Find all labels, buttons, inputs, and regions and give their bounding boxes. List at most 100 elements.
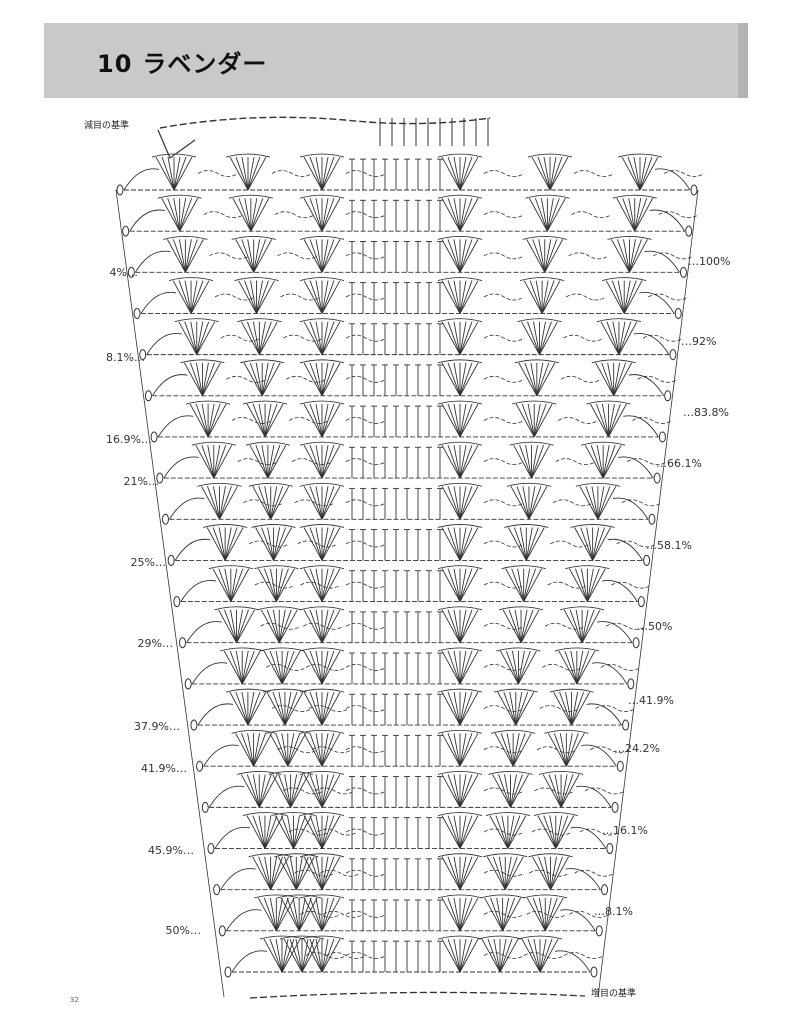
fan-stitch <box>507 815 515 849</box>
right-edge-line <box>597 189 699 998</box>
fan-stitch <box>459 444 479 479</box>
chain-loop <box>579 828 620 836</box>
fan-arc <box>299 688 345 693</box>
fan-stitch <box>275 733 289 767</box>
fan-stitch <box>544 897 558 931</box>
fan-stitch <box>459 198 479 232</box>
fan-stitch <box>525 527 533 561</box>
fan-stitch <box>447 527 461 561</box>
stitch-row <box>144 359 678 402</box>
fan-stitch <box>260 609 280 643</box>
shell-fan <box>174 318 261 355</box>
fan-stitch <box>241 650 261 685</box>
fan-arc <box>565 565 610 570</box>
fan-stitch <box>256 280 275 314</box>
fan-arc <box>191 441 236 446</box>
fan-stitch <box>459 568 467 602</box>
fan-stitch <box>321 856 329 890</box>
fan-stitch <box>240 774 260 808</box>
fan-stitch <box>523 568 531 602</box>
fan-stitch <box>321 280 341 314</box>
chain-loop <box>345 334 387 342</box>
turning-chain <box>611 801 619 813</box>
fan-stitch <box>309 691 323 726</box>
chain-loop <box>243 499 284 507</box>
fan-stitch <box>321 403 329 438</box>
fan-stitch <box>261 527 275 561</box>
chain-loop <box>320 869 361 877</box>
chain-loop <box>483 581 525 589</box>
fan-stitch <box>459 815 467 849</box>
fan-stitch <box>253 239 267 273</box>
shell-fan <box>185 400 273 438</box>
fan-stitch <box>447 815 461 849</box>
fan-stitch <box>579 486 599 520</box>
fan-stitch <box>290 774 304 808</box>
fan-stitch <box>608 403 627 438</box>
shell-fan <box>517 935 605 973</box>
fan-arc <box>259 647 305 652</box>
fan-stitch <box>275 897 289 931</box>
fan-stitch <box>492 774 511 808</box>
shell-fan <box>554 647 642 685</box>
fan-stitch <box>172 280 192 314</box>
fan-stitch <box>303 774 323 808</box>
fan-stitch <box>206 527 226 561</box>
fan-stitch <box>512 733 532 767</box>
fan-stitch <box>178 321 198 355</box>
shell-fan <box>437 482 525 520</box>
fan-stitch <box>315 280 323 314</box>
right-percent-label: …66.1% <box>656 457 702 470</box>
shell-fan <box>203 524 290 561</box>
fan-arc <box>299 482 345 487</box>
fan-stitch <box>178 239 186 273</box>
stitch-row <box>133 277 689 319</box>
fan-stitch <box>532 239 546 273</box>
fan-stitch <box>537 156 551 191</box>
shell-fan <box>299 482 387 520</box>
fan-arc <box>163 235 208 240</box>
chain-loop <box>642 334 684 342</box>
chain-loop <box>483 417 525 424</box>
fan-stitch <box>459 691 479 726</box>
fan-stitch <box>284 691 304 726</box>
fan-stitch <box>525 527 539 561</box>
fan-arc <box>498 606 544 611</box>
chain-loop <box>544 622 586 630</box>
fan-stitch <box>560 774 574 808</box>
fan-stitch <box>517 650 525 684</box>
fan-stitch <box>459 527 479 561</box>
fan-stitch <box>264 403 284 438</box>
shell-fan <box>299 853 387 890</box>
fan-stitch <box>586 527 594 561</box>
fan-stitch <box>459 239 473 273</box>
left-percent-label: 8.1%… <box>106 351 145 364</box>
fan-stitch <box>525 527 545 561</box>
fan-stitch <box>634 198 654 232</box>
header-band <box>44 23 748 98</box>
fan-stitch <box>500 733 514 767</box>
right-percent-label: …8.1% <box>594 905 633 918</box>
fan-stitch <box>235 691 249 726</box>
shell-fan <box>231 729 318 767</box>
fan-stitch <box>321 938 335 973</box>
fan-stitch <box>261 362 269 396</box>
fan-stitch <box>321 897 341 932</box>
fan-stitch <box>550 856 563 890</box>
fan-stitch <box>202 362 221 397</box>
fan-arc <box>271 812 316 817</box>
fan-stitch <box>303 486 323 520</box>
fan-stitch <box>512 733 526 767</box>
fan-stitch <box>453 650 461 684</box>
turning-chain <box>674 307 682 319</box>
fan-stitch <box>528 486 542 520</box>
fan-stitch <box>498 856 506 890</box>
fan-stitch <box>613 362 627 396</box>
fan-stitch <box>278 609 298 643</box>
fan-stitch <box>273 527 292 561</box>
fan-stitch <box>258 321 272 355</box>
fan-stitch <box>510 774 529 808</box>
right-percent-label: …16.1% <box>602 824 648 837</box>
fan-stitch <box>266 609 280 643</box>
fan-stitch <box>218 568 232 602</box>
